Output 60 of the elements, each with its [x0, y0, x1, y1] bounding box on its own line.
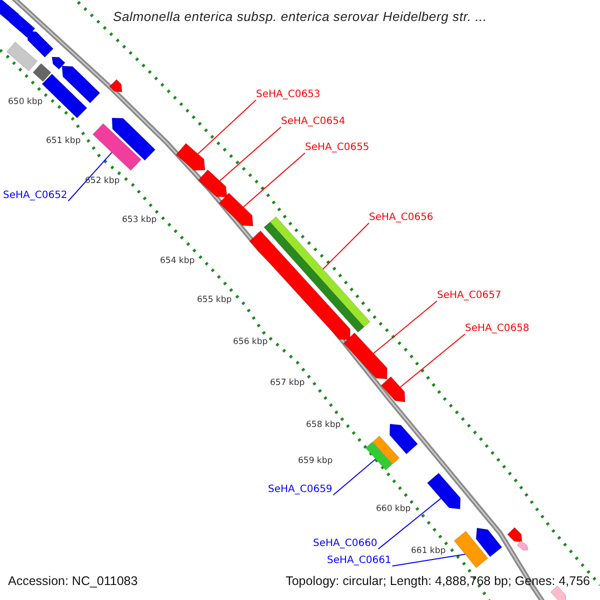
genome-summary-text: Topology: circular; Length: 4,888,768 bp; Genes: 4,756 [286, 574, 590, 589]
gene-feature [264, 216, 370, 333]
gene-feature [380, 376, 406, 402]
gene-feature [372, 436, 400, 464]
gene-feature [52, 56, 66, 70]
gene-feature [26, 30, 54, 58]
position-label: 660 kbp [376, 504, 411, 514]
gene-feature [8, 12, 36, 38]
gene-label: SeHA_C0654 [281, 116, 346, 128]
gene-label: SeHA_C0658 [465, 323, 530, 335]
leader-line [400, 334, 466, 388]
position-label: 654 kbp [160, 256, 195, 266]
position-label: 653 kbp [122, 215, 157, 225]
leader-line [242, 152, 306, 208]
gene-feature [550, 586, 566, 600]
leader-line [332, 458, 376, 496]
gene-feature [454, 531, 488, 568]
gene-label: SeHA_C0655 [305, 142, 370, 154]
gene-feature [62, 66, 100, 104]
position-label: 656 kbp [233, 337, 268, 347]
gene-label: SeHA_C0657 [437, 290, 502, 302]
gene-feature [176, 143, 206, 171]
gene-feature [476, 528, 502, 557]
position-label: 661 kbp [411, 546, 446, 556]
map-title: Salmonella enterica subsp. enterica serovar Heidelberg str. ... [113, 9, 487, 24]
position-label: 659 kbp [298, 456, 333, 466]
leader-line [373, 300, 438, 354]
gene-feature [198, 170, 228, 198]
gene-label: SeHA_C0660 [313, 538, 378, 550]
leader-line [219, 126, 282, 182]
gene-feature [218, 192, 254, 226]
gene-label: SeHA_C0656 [369, 212, 434, 224]
gene-feature [507, 527, 522, 542]
leader-line [68, 152, 112, 202]
gene-label: SeHA_C0659 [268, 484, 332, 496]
position-label: 651 kbp [46, 136, 81, 146]
leader-line [322, 222, 370, 270]
leader-line [378, 498, 442, 550]
gene-label: SeHA_C0652 [3, 190, 68, 202]
gene-feature [92, 123, 142, 171]
gene-feature [6, 42, 38, 72]
gene-feature [427, 472, 461, 510]
accession-text: Accession: NC_011083 [8, 574, 138, 589]
position-label: 652 kbp [85, 176, 120, 186]
leader-line [392, 554, 466, 566]
gene-feature [109, 79, 122, 92]
gene-label: SeHA_C0661 [327, 555, 392, 567]
position-label: 657 kbp [270, 378, 305, 388]
gene-feature [516, 540, 528, 550]
gene-label: SeHA_C0653 [256, 89, 320, 101]
gene-feature [32, 63, 52, 82]
gene-feature [42, 74, 88, 118]
leader-line [197, 100, 256, 154]
gene-feature [112, 118, 156, 161]
position-label: 650 kbp [8, 97, 43, 107]
gene-feature [389, 424, 418, 454]
position-label: 658 kbp [306, 420, 341, 430]
gene-feature [343, 332, 388, 380]
gene-feature [365, 442, 393, 470]
position-label: 655 kbp [197, 295, 232, 305]
